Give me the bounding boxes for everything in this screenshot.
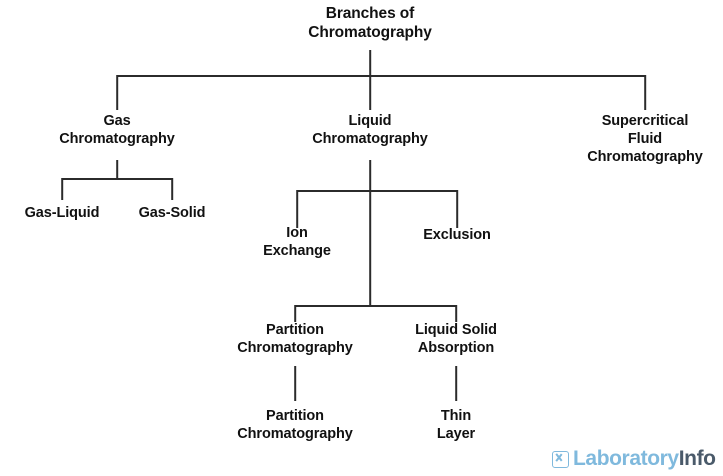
node-root: Branches of Chromatography [308, 5, 432, 42]
connector-gas-bus [62, 178, 173, 180]
logo-wordmark: LaboratoryInfo [573, 447, 716, 471]
connector-stem-thin-layer [455, 366, 457, 401]
connector-drop-gas-solid [171, 178, 173, 200]
connector-drop-supercritical [644, 75, 646, 110]
connector-liquid-bus-1 [297, 190, 458, 192]
node-gas-chromatography: Gas Chromatography [59, 113, 175, 147]
connector-drop-liquid-solid [455, 305, 457, 322]
node-exclusion: Exclusion [423, 227, 491, 243]
node-liquid-solid-absorption: Liquid Solid Absorption [415, 322, 497, 356]
connector-stem-partition-leaf [294, 366, 296, 401]
connector-root-stem [369, 50, 371, 75]
connector-gas-stem [116, 160, 118, 178]
connector-level2-bus [117, 75, 646, 77]
logo-word-laboratory: Laborator [573, 447, 668, 470]
connector-liquid-bus-2 [295, 305, 456, 307]
logo-word-laboratory-tail: y [667, 447, 679, 470]
laboratory-flask-icon [552, 450, 569, 468]
node-thin-layer: Thin Layer [436, 408, 476, 442]
node-gas-solid: Gas-Solid [138, 205, 206, 221]
node-partition-chromatography: Partition Chromatography [237, 322, 353, 356]
node-supercritical-fluid-chromatography: Supercritical Fluid Chromatography [587, 113, 703, 165]
node-liquid-chromatography: Liquid Chromatography [312, 113, 428, 147]
node-gas-liquid: Gas-Liquid [24, 205, 100, 221]
connector-liquid-spine [369, 160, 371, 306]
connector-drop-gas [116, 75, 118, 110]
node-ion-exchange: Ion Exchange [263, 225, 331, 259]
connector-drop-partition [294, 305, 296, 322]
connector-drop-exclusion [456, 190, 458, 228]
connector-drop-gas-liquid [61, 178, 63, 200]
node-partition-chromatography-leaf: Partition Chromatography [237, 408, 353, 442]
laboratoryinfo-logo: LaboratoryInfo [552, 447, 716, 471]
connector-drop-ion-exchange [296, 190, 298, 228]
logo-word-info: Info [678, 447, 716, 470]
connector-drop-liquid [369, 75, 371, 110]
